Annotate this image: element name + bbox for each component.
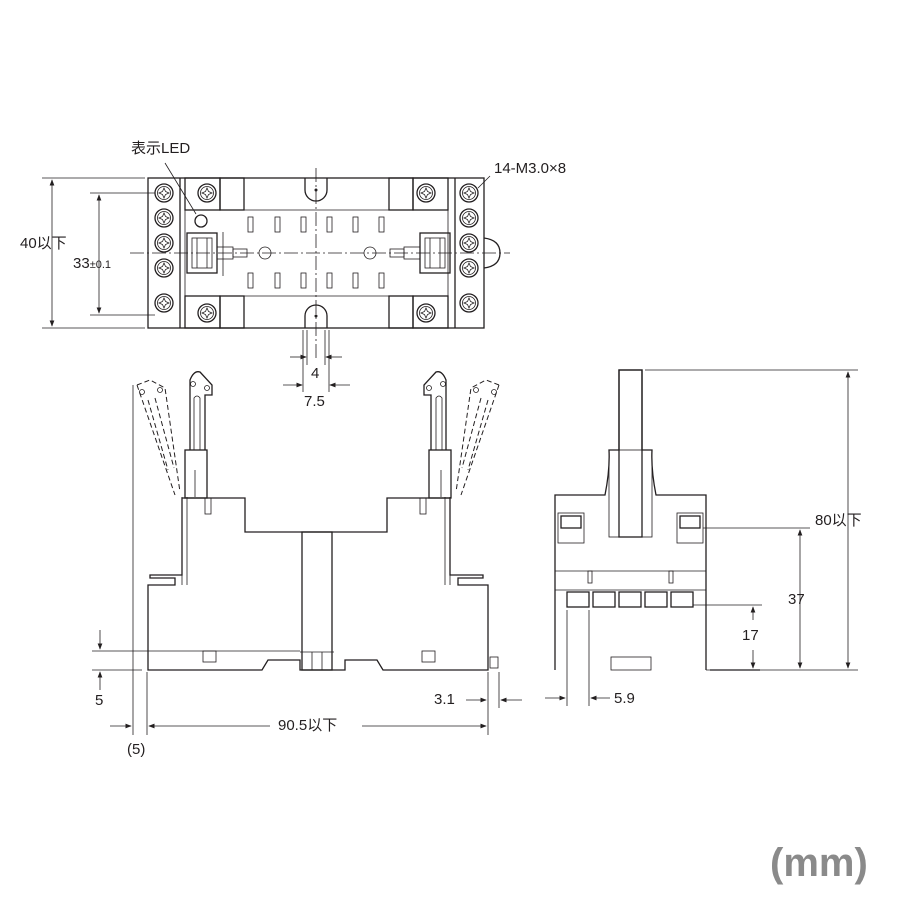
units-label: (mm) (770, 841, 868, 885)
dim-lower-terminal-label: 17 (742, 627, 759, 644)
dim-right-clip-label: 3.1 (434, 691, 455, 708)
dim-pitch-label: 33±0.1 (73, 256, 111, 271)
side-view (545, 369, 858, 706)
front-view (92, 371, 522, 735)
callout-screws-label: 14-M3.0×8 (494, 160, 567, 177)
dim-top-height-label: 40以下 (20, 235, 67, 252)
dim-slot-inner-label: 4 (311, 365, 320, 382)
dim-left-clip-label: (5) (127, 741, 146, 758)
led-indicator-icon (194, 214, 208, 228)
dim-terminal-pitch-label: 5.9 (614, 690, 635, 707)
dim-overall-width-label: 90.5以下 (278, 717, 338, 734)
dim-bottom-offset-label: 5 (95, 692, 104, 709)
lower-terminal-row (566, 591, 694, 608)
callout-led-label: 表示LED (131, 140, 191, 157)
pin-slots (247, 216, 385, 289)
dim-pitch-tolerance: ±0.1 (89, 259, 112, 271)
dim-pitch-value: 33 (73, 255, 90, 272)
top-view (42, 162, 510, 392)
dim-upper-terminal-label: 37 (788, 591, 805, 608)
dim-slot-outer-label: 7.5 (304, 393, 325, 410)
dim-side-height-label: 80以下 (815, 512, 862, 529)
